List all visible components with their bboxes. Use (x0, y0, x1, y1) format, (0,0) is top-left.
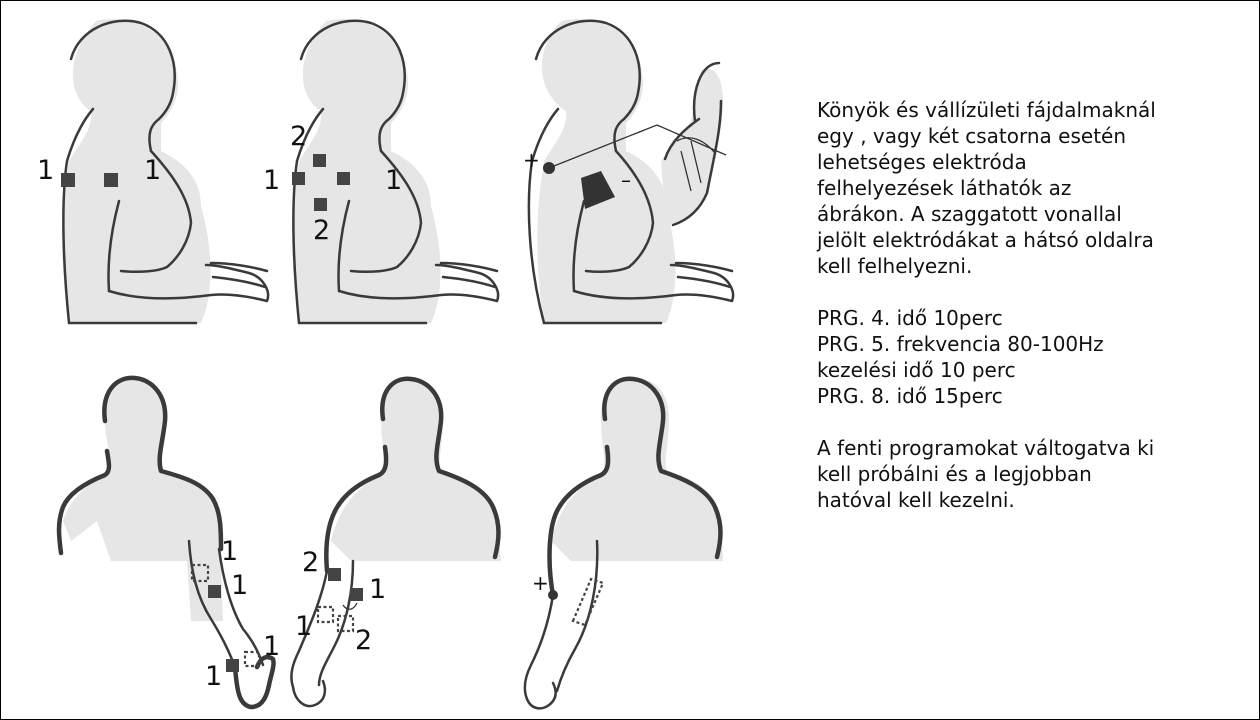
front-figure-d: 1 1 1 1 (56, 375, 280, 710)
dashed-electrode-pad (316, 605, 335, 624)
plus-sign: + (532, 571, 549, 595)
label-two: 2 (290, 121, 307, 152)
electrode-pad (548, 590, 558, 600)
dashed-electrode-pad (190, 563, 210, 583)
label-one: 1 (263, 165, 280, 196)
instruction-text: Könyök és vállízületi fájdalmaknál egy ,… (817, 97, 1237, 539)
electrode-pad (208, 585, 221, 598)
electrode-pad (61, 173, 75, 187)
placement-description: Könyök és vállízületi fájdalmaknál egy ,… (817, 98, 1156, 278)
label-one: 1 (263, 631, 280, 662)
dashed-electrode-pad (336, 614, 355, 633)
electrode-pad (313, 154, 326, 167)
label-two: 2 (355, 625, 372, 656)
electrode-pad (581, 171, 615, 209)
plus-sign: + (523, 148, 540, 172)
electrode-pad (292, 172, 305, 185)
label-one: 1 (231, 570, 248, 601)
label-one: 1 (385, 165, 402, 196)
electrode-placement-illustrations: 1 1 2 1 1 2 (37, 19, 735, 710)
usage-note: A fenti programokat váltogatva ki kell p… (817, 436, 1155, 512)
profile-figure-a: 1 1 (37, 19, 270, 325)
electrode-pad (104, 173, 118, 187)
label-two: 2 (313, 215, 330, 246)
electrode-pad (226, 659, 239, 672)
electrode-pad (350, 588, 363, 601)
profile-figure-c: + – (523, 19, 735, 325)
electrode-pad (328, 568, 341, 581)
label-one: 1 (221, 536, 238, 567)
dashed-electrode-pad (243, 650, 261, 668)
electrode-pad (337, 172, 350, 185)
label-two: 2 (302, 547, 319, 578)
label-one: 1 (369, 574, 386, 605)
back-figure-f: + (523, 376, 723, 710)
label-one: 1 (205, 661, 222, 692)
back-figure-e: 2 1 1 2 (290, 376, 501, 708)
minus-sign: – (621, 168, 631, 192)
profile-figure-b: 2 1 1 2 (263, 19, 500, 325)
label-one: 1 (37, 155, 54, 186)
electrode-pad (314, 198, 327, 211)
dashed-electrode-pad (571, 577, 605, 627)
label-one: 1 (144, 155, 161, 186)
electrode-pad (543, 162, 555, 174)
label-one: 1 (295, 611, 312, 642)
program-list: PRG. 4. idő 10perc PRG. 5. frekvencia 80… (817, 306, 1104, 408)
